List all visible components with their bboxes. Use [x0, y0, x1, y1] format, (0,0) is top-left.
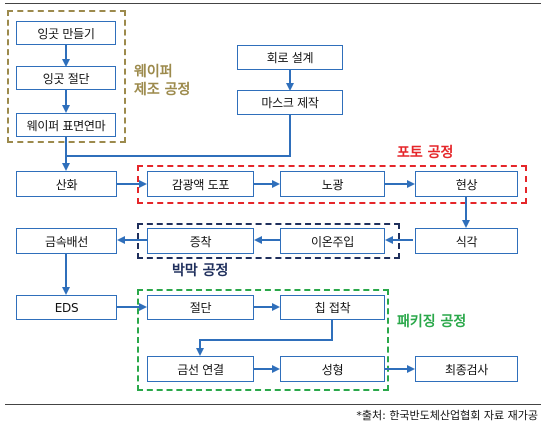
group-film-label: 박막 공정 [172, 263, 229, 279]
step-deposition: 증착 [147, 228, 254, 254]
step-ion-implant: 이온주입 [280, 228, 385, 254]
step-die-attach: 칩 접착 [280, 295, 385, 320]
step-mask-make: 마스크 제작 [237, 90, 343, 115]
group-pack-frame [137, 289, 389, 391]
step-ingot-cut: 잉곳 절단 [16, 66, 116, 90]
source-note: *출처: 한국반도체산업협회 자료 재가공 [356, 409, 538, 422]
step-etch: 식각 [415, 228, 518, 254]
step-dicing: 절단 [147, 295, 254, 320]
step-molding: 성형 [280, 356, 385, 382]
step-metallization: 금속배선 [16, 228, 117, 254]
step-final-test: 최종검사 [415, 356, 518, 382]
bottom-rule [5, 404, 541, 405]
step-eds: EDS [16, 295, 117, 320]
step-exposure: 노광 [280, 171, 385, 197]
step-wafer-polish: 웨이퍼 표면연마 [16, 113, 116, 137]
arrow-die-attach-to-wire-bond [196, 320, 333, 356]
step-wire-bond: 금선 연결 [147, 356, 254, 382]
group-wafer-label: 웨이퍼 제조 공정 [134, 64, 191, 98]
step-circuit-design: 회로 설계 [237, 45, 343, 70]
step-develop: 현상 [415, 171, 518, 197]
group-pack-label: 패키징 공정 [397, 314, 467, 330]
step-ingot-make: 잉곳 만들기 [16, 21, 116, 45]
group-photo-label: 포토 공정 [397, 145, 454, 161]
step-oxidation: 산화 [16, 171, 117, 197]
top-rule [5, 3, 541, 4]
arrow-mask-to-oxidation [66, 115, 291, 157]
step-photoresist: 감광액 도포 [147, 171, 254, 197]
